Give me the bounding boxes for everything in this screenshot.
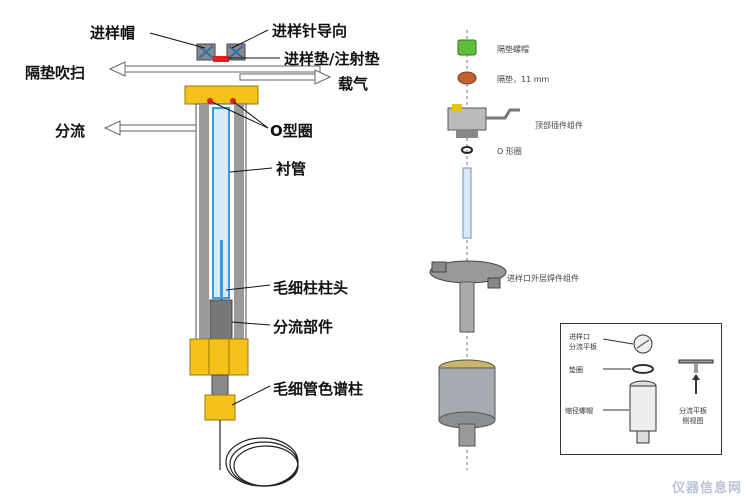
label-septum-purge: 隔垫吹扫 xyxy=(25,64,86,82)
label-split: 分流 xyxy=(55,122,86,140)
ferrule-nut xyxy=(204,394,236,421)
label-split-part: 分流部件 xyxy=(273,318,334,336)
label-septum-nut: 进样帽 xyxy=(90,24,136,42)
green-septum-nut xyxy=(457,39,477,56)
label-septum: 进样垫/注射垫 xyxy=(284,50,380,68)
inset-box: 进样口 分流平板 垫圈 缩径螺帽 分流平板 侧视图 xyxy=(560,323,722,455)
label-liner: 衬管 xyxy=(276,160,307,178)
watermark: 仪器信息网 xyxy=(671,481,742,496)
label-o-ring: O型圈 xyxy=(270,122,313,140)
label-needle-guide: 进样针导向 xyxy=(272,22,348,40)
label-r-septum-11mm: 隔垫，11 mm xyxy=(497,75,550,84)
column-nut xyxy=(189,338,249,376)
reducing-nut-shape xyxy=(438,359,496,447)
inset-label-reducing-nut: 缩径螺帽 xyxy=(565,407,593,415)
label-r-o-ring: O 形圈 xyxy=(497,147,522,156)
inset-label-washer: 垫圈 xyxy=(569,366,583,374)
septum-nut-shape xyxy=(196,43,246,61)
label-r-top-insert: 顶部插件组件 xyxy=(535,121,583,130)
carrier-arrow xyxy=(314,69,332,85)
label-carrier-gas: 载气 xyxy=(338,75,369,93)
exploded-view xyxy=(429,30,520,470)
septum-disk xyxy=(457,71,477,85)
inset-label-split-plate: 进样口 分流平板 xyxy=(569,333,597,351)
label-r-weldment: 进样口外层焊件组件 xyxy=(507,274,579,283)
capillary-coil xyxy=(219,420,299,487)
septum-shape xyxy=(213,56,229,62)
weldment-shape xyxy=(429,260,507,333)
inset-label-side-view: 分流平板 侧视图 xyxy=(679,407,707,425)
o-ring-shape xyxy=(461,146,473,154)
liner-tube xyxy=(462,167,472,239)
yellow-flange xyxy=(184,85,259,105)
label-column-head: 毛细柱柱头 xyxy=(273,279,349,297)
split-arrow xyxy=(103,120,121,136)
label-r-septum-nut: 隔垫螺帽 xyxy=(497,45,529,54)
purge-arrow xyxy=(108,61,126,77)
top-insert-assembly xyxy=(447,104,520,138)
label-capillary-column: 毛细管色谱柱 xyxy=(273,380,364,398)
